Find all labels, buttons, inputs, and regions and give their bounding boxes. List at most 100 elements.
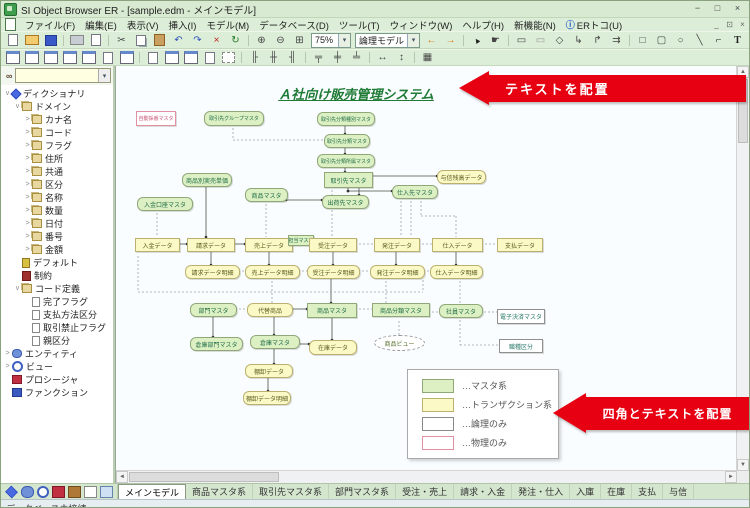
submodel-window-button[interactable] <box>3 50 22 65</box>
entity-tool-button[interactable]: ▭ <box>512 33 531 48</box>
zoom-area-button[interactable]: ⊞ <box>290 33 309 48</box>
mdi-close-button[interactable]: × <box>740 20 745 29</box>
tab-order-sales[interactable]: 受注・売上 <box>396 484 455 499</box>
entity-billing-data-detail[interactable]: 請求データ明細 <box>185 265 240 279</box>
menu-item-edit[interactable]: 編集(E) <box>85 20 117 32</box>
relation-identifying-tool-button[interactable]: ↳ <box>569 33 588 48</box>
image-shortcut-button[interactable] <box>100 485 116 498</box>
entity-alternative-product[interactable]: 代替商品 <box>247 303 293 317</box>
open-file-button[interactable] <box>22 33 41 48</box>
menu-item-tools[interactable]: ツール(T) <box>338 20 380 32</box>
tab-billing-deposit[interactable]: 請求・入金 <box>454 484 513 499</box>
entity-warehouse-dept-master[interactable]: 倉庫部門マスタ <box>190 337 243 351</box>
entity-order-data[interactable]: 受注データ <box>309 238 357 252</box>
maximize-button[interactable]: □ <box>714 3 721 13</box>
expander-closed-icon[interactable]: > <box>25 116 30 123</box>
entity-customer-group-master[interactable]: 取引先グループマスタ <box>204 111 264 126</box>
tree-item-code[interactable]: >コード <box>1 126 113 139</box>
menu-item-file[interactable]: ファイル(F) <box>25 20 76 32</box>
entity-order-data-detail[interactable]: 受注データ明細 <box>307 265 360 279</box>
entity-sales-data-detail[interactable]: 売上データ明細 <box>245 265 300 279</box>
entity-deposit-data[interactable]: 入金データ <box>135 238 180 252</box>
submodel-open-button[interactable] <box>41 50 60 65</box>
menu-item-help[interactable]: ヘルプ(H) <box>462 20 505 32</box>
note-button[interactable] <box>200 50 219 65</box>
diagram-title-text[interactable]: Ａ社向け販売管理システム <box>278 87 434 102</box>
new-file-button[interactable] <box>3 33 22 48</box>
submodel-add-button[interactable] <box>22 50 41 65</box>
chevron-down-icon[interactable]: ▾ <box>337 33 350 47</box>
entity-job-type-category[interactable]: 職種区分 <box>499 339 543 353</box>
tree-item-amount[interactable]: >金額 <box>1 243 113 256</box>
tree-item-payment-method-category[interactable]: 支払方法区分 <box>1 308 113 321</box>
undo-button[interactable]: ↶ <box>169 33 188 48</box>
menu-item-insert[interactable]: 挿入(I) <box>168 20 197 32</box>
same-width-button[interactable]: ↔ <box>373 50 392 65</box>
pan-hand-button[interactable]: ☛ <box>486 33 505 48</box>
tab-po-purchase[interactable]: 発注・仕入 <box>512 484 571 499</box>
print-button[interactable] <box>67 33 86 48</box>
entity-e-payment-master[interactable]: 電子決済マスタ <box>497 309 545 324</box>
subtype-tool-button[interactable]: ▭ <box>531 33 550 48</box>
entity-purchase-order-data[interactable]: 発注データ <box>374 238 420 252</box>
legend-box[interactable]: …マスタ系…トランザクション系…論理のみ…物理のみ <box>407 369 559 459</box>
menu-item-database[interactable]: データベース(D) <box>259 20 329 32</box>
entity-supplier-master[interactable]: 仕入先マスタ <box>392 185 438 199</box>
mdi-restore-button[interactable]: ⊡ <box>726 20 733 29</box>
tree-item-quantity[interactable]: >数量 <box>1 204 113 217</box>
expander-closed-icon[interactable]: > <box>25 168 30 175</box>
procedure-shortcut-button[interactable] <box>52 485 68 498</box>
entity-purchase-order-data-detail[interactable]: 発注データ明細 <box>370 265 425 279</box>
tree-item-procedure[interactable]: プロシージャ <box>1 373 113 386</box>
zoom-in-button[interactable]: ⊕ <box>252 33 271 48</box>
tree-item-common[interactable]: >共通 <box>1 165 113 178</box>
paste-button[interactable] <box>150 33 169 48</box>
scroll-down-icon[interactable]: ▼ <box>737 459 749 471</box>
entity-report-button[interactable] <box>143 50 162 65</box>
entity-customer-master[interactable]: 取引先マスタ <box>324 172 373 188</box>
entity-department-master[interactable]: 部門マスタ <box>190 303 237 317</box>
tab-receiving[interactable]: 入庫 <box>570 484 602 499</box>
entity-product-master-upper[interactable]: 商品マスタ <box>245 188 288 202</box>
tree-item-number[interactable]: >番号 <box>1 230 113 243</box>
align-bottom-button[interactable]: ╧ <box>347 50 366 65</box>
entity-customer-class-type-master[interactable]: 取引先分類種別マスタ <box>317 112 375 126</box>
trigger-shortcut-button[interactable] <box>68 485 84 498</box>
report-button[interactable] <box>98 50 117 65</box>
cut-button[interactable]: ✂ <box>112 33 131 48</box>
align-center-button[interactable]: ╫ <box>264 50 283 65</box>
window-list-button[interactable] <box>117 50 136 65</box>
text-tool-button[interactable]: T <box>728 33 747 48</box>
relation-nonidentifying-tool-button[interactable]: ↱ <box>588 33 607 48</box>
expander-open-icon[interactable]: v <box>15 285 20 292</box>
polyline-tool-button[interactable]: ⌐ <box>709 33 728 48</box>
entity-billing-data[interactable]: 請求データ <box>187 238 235 252</box>
tree-item-default[interactable]: デフォルト <box>1 256 113 269</box>
tab-credit[interactable]: 与信 <box>663 484 695 499</box>
tree-item-flag[interactable]: >フラグ <box>1 139 113 152</box>
save-file-button[interactable] <box>41 33 60 48</box>
forward-button[interactable]: → <box>441 33 460 48</box>
entity-shortcut-button[interactable] <box>21 485 37 498</box>
expander-closed-icon[interactable]: > <box>25 220 30 227</box>
expander-closed-icon[interactable]: > <box>25 233 30 240</box>
tab-customer-master-group[interactable]: 取引先マスタ系 <box>253 484 330 499</box>
view-tool-button[interactable]: ◇ <box>550 33 569 48</box>
align-right-button[interactable]: ╢ <box>283 50 302 65</box>
expander-open-icon[interactable]: v <box>5 90 10 97</box>
entity-purchase-data-detail[interactable]: 仕入データ明細 <box>430 265 483 279</box>
select-pointer-button[interactable]: ▲ <box>467 33 486 48</box>
entity-warehouse-master[interactable]: 倉庫マスタ <box>250 335 300 349</box>
entity-customer-class-master[interactable]: 取引先分類マスタ <box>324 134 370 148</box>
tab-product-master-group[interactable]: 商品マスタ系 <box>186 484 254 499</box>
entity-product-view[interactable]: 商品ビュー <box>374 335 425 351</box>
tree-item-name[interactable]: >名称 <box>1 191 113 204</box>
expander-open-icon[interactable]: v <box>15 103 20 110</box>
entity-auto-number-master[interactable]: 自動採番マスタ <box>136 111 176 126</box>
expander-closed-icon[interactable]: > <box>25 155 30 162</box>
er-check-button[interactable] <box>79 50 98 65</box>
tab-stock[interactable]: 在庫 <box>601 484 633 499</box>
menu-item-model[interactable]: モデル(M) <box>206 20 250 32</box>
